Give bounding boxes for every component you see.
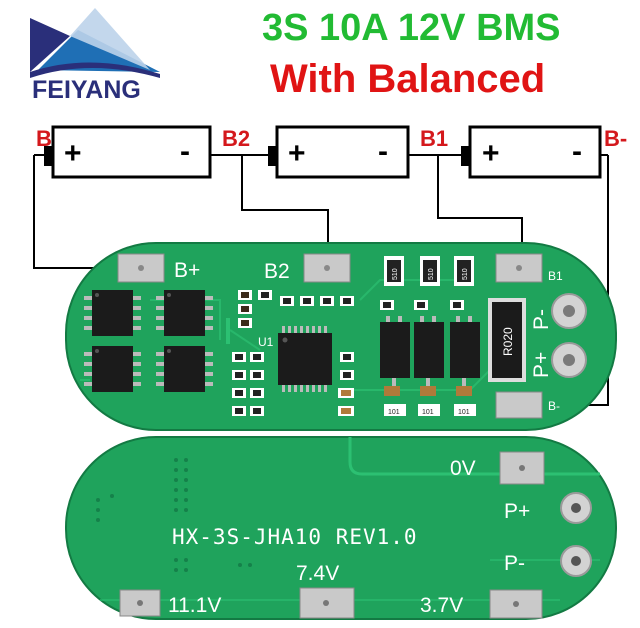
front-label-b1: B1 <box>548 269 563 283</box>
battery-cell-3: + - <box>461 125 602 179</box>
pcb-front: B+ B2 B1 B- P- P+ <box>65 242 617 431</box>
resistor-code-1: 510 <box>392 268 399 280</box>
pad-b1 <box>495 253 543 283</box>
cap-code-2: 101 <box>422 409 434 416</box>
title-line-2: With Balanced <box>270 57 545 101</box>
current-shunt: R020 <box>488 298 526 382</box>
terminal-label-b2: B2 <box>222 126 250 151</box>
brand-name: FEIYANG <box>32 76 141 104</box>
logo-wing-blue-icon <box>38 30 160 72</box>
back-label-p-plus: P+ <box>504 500 530 523</box>
back-label-3-7v: 3.7V <box>420 594 463 617</box>
balance-transistors <box>380 300 480 386</box>
front-label-u1: U1 <box>258 335 274 349</box>
mosfet-2 <box>164 290 205 336</box>
logo-wing-dark-icon <box>30 18 70 72</box>
cell-2-minus: - <box>378 135 388 168</box>
front-label-b-plus: B+ <box>174 259 200 282</box>
cap-code-3: 101 <box>458 409 470 416</box>
back-label-7-4v: 7.4V <box>296 562 339 585</box>
mosfet-3 <box>92 346 133 392</box>
logo-wing-light-icon <box>70 8 150 70</box>
back-label-0v: 0V <box>450 457 476 480</box>
resistor-code-2: 510 <box>428 268 435 280</box>
pcb-back: 0V P+ P- HX-3S-JHA10 REV1.0 7.4V 11.1V 3… <box>65 436 617 620</box>
mosfet-1 <box>92 290 133 336</box>
battery-cell-1: + - <box>44 125 212 179</box>
cell-1-plus: + <box>64 137 82 170</box>
front-label-p-minus: P- <box>530 309 553 330</box>
front-label-b-minus: B- <box>548 399 560 413</box>
back-label-model: HX-3S-JHA10 REV1.0 <box>172 525 418 549</box>
cell-2-plus: + <box>288 137 306 170</box>
cap-code-1: 101 <box>388 409 400 416</box>
mosfet-cluster <box>84 290 213 392</box>
back-label-11-1v: 11.1V <box>168 594 221 617</box>
passive-components <box>226 290 354 416</box>
front-label-p-plus: P+ <box>530 352 553 378</box>
title-line-1: 3S 10A 12V BMS <box>262 7 561 49</box>
mosfet-4 <box>164 346 205 392</box>
cell-3-plus: + <box>482 137 500 170</box>
cell-3-minus: - <box>572 135 582 168</box>
cell-1-minus: - <box>180 135 190 168</box>
balance-resistors: 510 510 510 <box>384 256 474 286</box>
capacitors: 101 101 101 <box>384 386 476 416</box>
terminal-label-b1: B1 <box>420 126 448 151</box>
battery-cell-2: + - <box>268 125 410 179</box>
shunt-code: R020 <box>501 327 515 356</box>
via-grid <box>96 458 252 572</box>
pad-b-minus <box>495 391 543 419</box>
brand-logo <box>30 8 160 78</box>
terminal-label-b-minus: B- <box>604 126 627 151</box>
front-label-b2: B2 <box>264 260 290 283</box>
controller-ic <box>278 326 332 392</box>
back-label-p-minus: P- <box>504 552 525 575</box>
logo-swoosh-icon <box>30 62 160 78</box>
resistor-code-3: 510 <box>462 268 469 280</box>
